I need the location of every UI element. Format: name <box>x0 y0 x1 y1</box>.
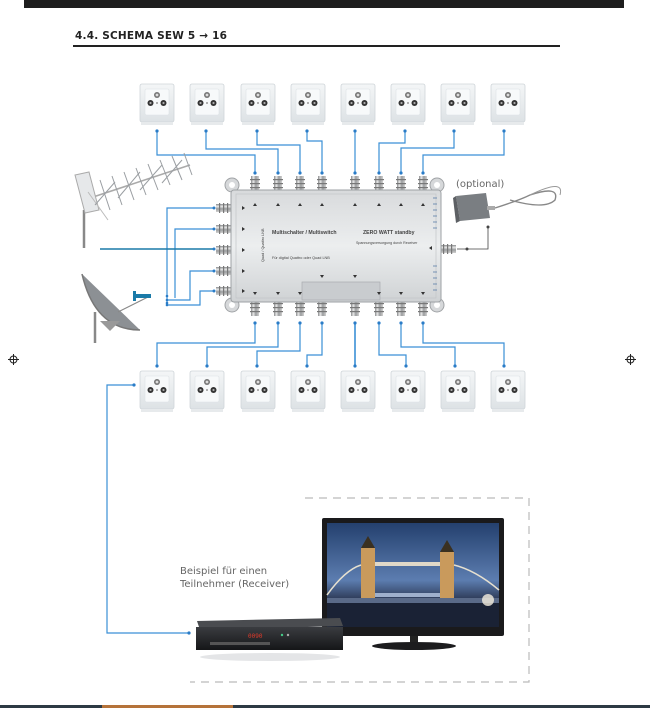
set-top-box-icon: 0090 <box>196 618 343 661</box>
power-adapter-icon <box>453 186 562 223</box>
receiver-cable <box>106 384 189 634</box>
wall-sockets-top <box>139 83 526 126</box>
yagi-antenna-icon <box>74 152 193 248</box>
cables-top <box>156 131 505 173</box>
wall-socket <box>340 83 376 126</box>
wall-socket <box>440 370 476 413</box>
power-cable <box>457 227 489 250</box>
wall-socket <box>139 370 175 413</box>
wall-socket <box>189 83 225 126</box>
cables-bottom <box>156 323 505 366</box>
optional-label: (optional) <box>456 179 505 190</box>
wall-socket <box>139 83 175 126</box>
lnb-side-label: Quad / Quattro LNB <box>261 228 265 262</box>
wall-socket <box>290 83 326 126</box>
cable-endpoints-top <box>155 129 506 175</box>
wall-socket <box>490 370 526 413</box>
crosshair-icon <box>625 354 636 365</box>
multiswitch-title: Multischalter / Multiswitch <box>272 230 337 236</box>
cable-endpoints-bottom <box>155 321 506 368</box>
wall-socket <box>440 83 476 126</box>
heading-underline <box>73 45 560 47</box>
television-icon <box>322 518 504 650</box>
wall-socket <box>290 370 326 413</box>
subscriber-example-frame <box>190 497 530 683</box>
multiswitch: Multischalter / Multiswitch Für digital … <box>216 176 456 316</box>
caption-line-2: Teilnehmer (Receiver) <box>180 579 290 590</box>
wall-socket <box>390 370 426 413</box>
wall-socket <box>340 370 376 413</box>
wall-socket <box>490 83 526 126</box>
section-heading: 4.4. SCHEMA SEW 5 → 16 <box>75 30 228 42</box>
caption-line-1: Beispiel für einen <box>180 566 268 577</box>
footer-bar <box>0 705 650 708</box>
receiver-display: 0090 <box>248 633 263 640</box>
wall-socket <box>240 83 276 126</box>
multiswitch-subtitle: Für digital Quattro oder Quad LNB <box>272 256 330 260</box>
standby-label: ZERO WATT standby <box>363 230 415 236</box>
standby-sub-label: Spannungsversorgung durch Receiver <box>356 241 418 245</box>
header-bar <box>24 0 624 8</box>
cables-inputs <box>166 207 214 306</box>
crosshair-icon <box>8 354 19 365</box>
wall-socket <box>189 370 225 413</box>
wall-sockets-bottom <box>139 370 526 413</box>
wall-socket <box>390 83 426 126</box>
receiver-caption: Beispiel für einen Teilnehmer (Receiver) <box>180 565 289 591</box>
footer-accent <box>102 705 233 708</box>
wall-socket <box>240 370 276 413</box>
satellite-dish-icon <box>81 273 151 343</box>
